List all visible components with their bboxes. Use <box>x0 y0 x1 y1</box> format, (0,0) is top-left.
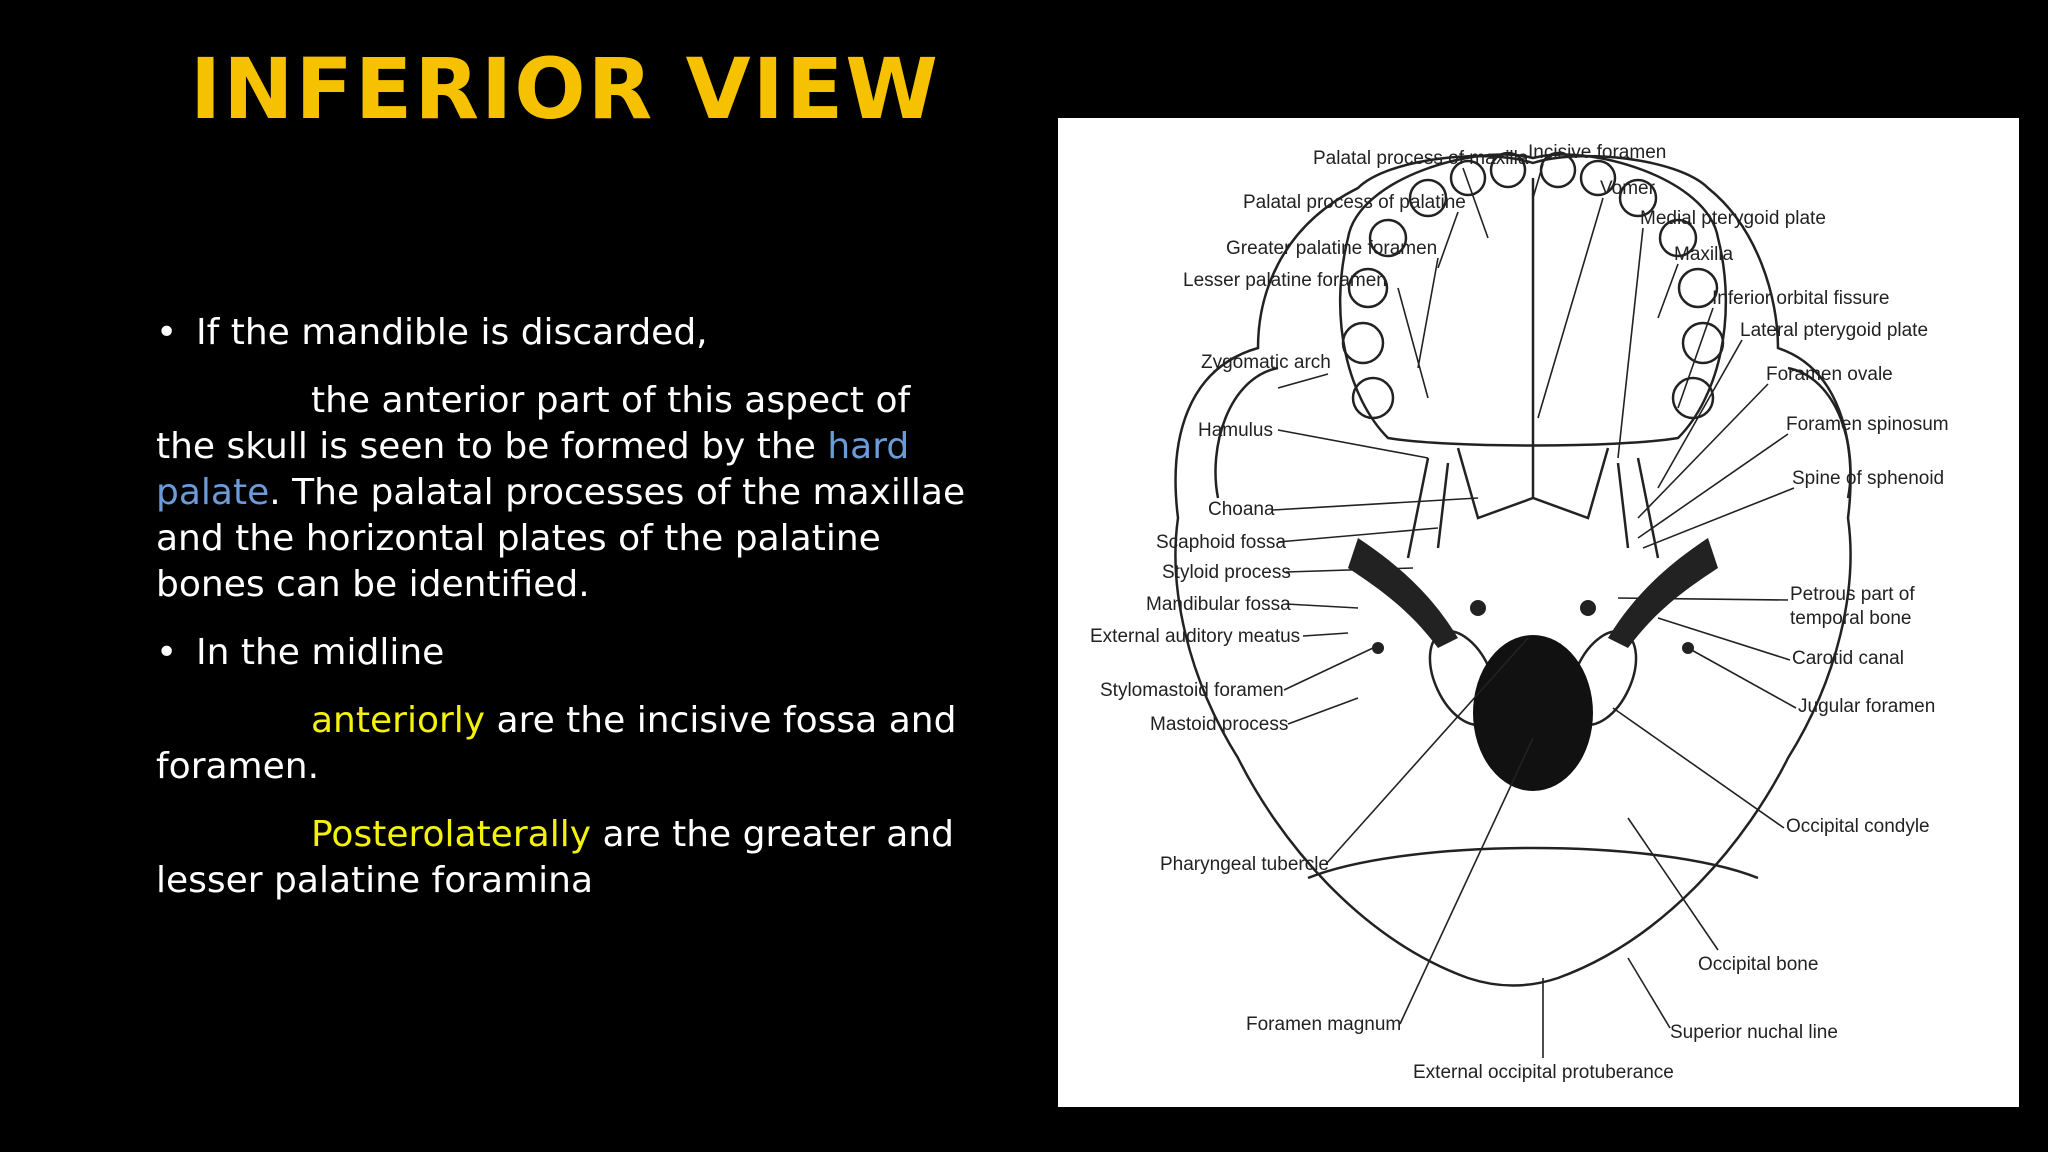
bullet-2-paragraph-2: Posterolaterally are the greater and les… <box>156 812 976 904</box>
label-carotid-canal: Carotid canal <box>1792 648 1904 669</box>
label-stylomastoid-foramen: Stylomastoid foramen <box>1100 680 1284 701</box>
label-medial-pterygoid-plate: Medial pterygoid plate <box>1640 208 1826 229</box>
superior-nuchal-line-shape <box>1307 846 1759 880</box>
label-occipital-bone: Occipital bone <box>1698 954 1818 975</box>
label-pharyngeal-tubercle: Pharyngeal tubercle <box>1160 854 1329 875</box>
label-lesser-palatine-foramen: Lesser palatine foramen <box>1183 270 1387 291</box>
hard-palate-highlight: hard palate <box>156 426 910 513</box>
label-foramen-ovale: Foramen ovale <box>1766 364 1893 385</box>
label-choana: Choana <box>1208 499 1275 520</box>
dental-arcade <box>1338 153 1728 447</box>
bullet-2: • In the midline <box>156 630 976 676</box>
skull-diagram-svg: Palatal process of maxilla Palatal proce… <box>1090 142 1949 1083</box>
bullet-1: • If the mandible is discarded, <box>156 310 976 356</box>
label-external-occipital-protuberance: External occipital protuberance <box>1413 1062 1674 1083</box>
label-occipital-condyle: Occipital condyle <box>1786 816 1930 837</box>
bullet-2-p1-text: are the incisive fossa and foramen. <box>156 700 957 787</box>
foramen-dot <box>1580 600 1596 616</box>
leader-lines <box>1272 163 1797 1058</box>
slide-body: • If the mandible is discarded, the ante… <box>156 310 976 904</box>
label-maxilla: Maxilla <box>1674 244 1734 265</box>
bullet-1-heading: If the mandible is discarded, <box>196 312 708 353</box>
bullet-dot-icon: • <box>156 312 178 353</box>
label-foramen-spinosum: Foramen spinosum <box>1786 414 1949 435</box>
bullet-2-heading: In the midline <box>196 632 445 673</box>
bullet-2-p2-text: are the greater and lesser palatine fora… <box>156 814 954 901</box>
label-petrous-part-line1: Petrous part of <box>1790 584 1915 605</box>
right-petrous-shadow <box>1608 538 1718 648</box>
teeth <box>1341 151 1725 420</box>
label-spine-of-sphenoid: Spine of sphenoid <box>1792 468 1944 489</box>
label-zygomatic-arch: Zygomatic arch <box>1201 352 1331 373</box>
label-lateral-pterygoid-plate: Lateral pterygoid plate <box>1740 320 1928 341</box>
skull-outline <box>1174 154 1852 987</box>
slide-title: INFERIOR VIEW <box>190 40 940 138</box>
zygomatic-arches <box>1214 366 1852 499</box>
label-mastoid-process: Mastoid process <box>1150 714 1288 735</box>
pterygoid-plates <box>1406 457 1660 559</box>
label-superior-nuchal-line: Superior nuchal line <box>1670 1022 1838 1043</box>
label-vomer: Vomer <box>1600 178 1656 199</box>
bullet-2-paragraph-1: anteriorly are the incisive fossa and fo… <box>156 698 976 790</box>
anteriorly-highlight: anteriorly <box>311 700 486 741</box>
posterolaterally-highlight: Posterolaterally <box>311 814 592 855</box>
label-scaphoid-fossa: Scaphoid fossa <box>1156 532 1286 553</box>
foramen-magnum-shape <box>1473 635 1593 791</box>
label-palatal-process-palatine: Palatal process of palatine <box>1243 192 1466 213</box>
bullet-1-paragraph: the anterior part of this aspect of the … <box>156 378 976 608</box>
label-palatal-process-maxilla: Palatal process of maxilla <box>1313 148 1529 169</box>
label-incisive-foramen: Incisive foramen <box>1528 142 1666 163</box>
foramen-dot <box>1470 600 1486 616</box>
label-hamulus: Hamulus <box>1198 420 1273 441</box>
bullet-1-text-a: the anterior part of this aspect of the … <box>156 380 911 467</box>
label-petrous-part-line2: temporal bone <box>1790 608 1911 629</box>
label-mandibular-fossa: Mandibular fossa <box>1146 594 1291 615</box>
label-greater-palatine-foramen: Greater palatine foramen <box>1226 238 1437 259</box>
label-inferior-orbital-fissure: Inferior orbital fissure <box>1712 288 1889 309</box>
stylomastoid-foramen-dot <box>1372 642 1384 654</box>
label-foramen-magnum: Foramen magnum <box>1246 1014 1401 1035</box>
bullet-dot-icon: • <box>156 632 178 673</box>
bullet-1-text-b: . The palatal processes of the maxillae … <box>156 472 966 605</box>
label-jugular-foramen: Jugular foramen <box>1798 696 1935 717</box>
label-styloid-process: Styloid process <box>1162 562 1291 583</box>
skull-inferior-view-diagram: Palatal process of maxilla Palatal proce… <box>1058 118 2019 1107</box>
label-external-auditory-meatus: External auditory meatus <box>1090 626 1300 647</box>
left-petrous-shadow <box>1348 538 1458 648</box>
